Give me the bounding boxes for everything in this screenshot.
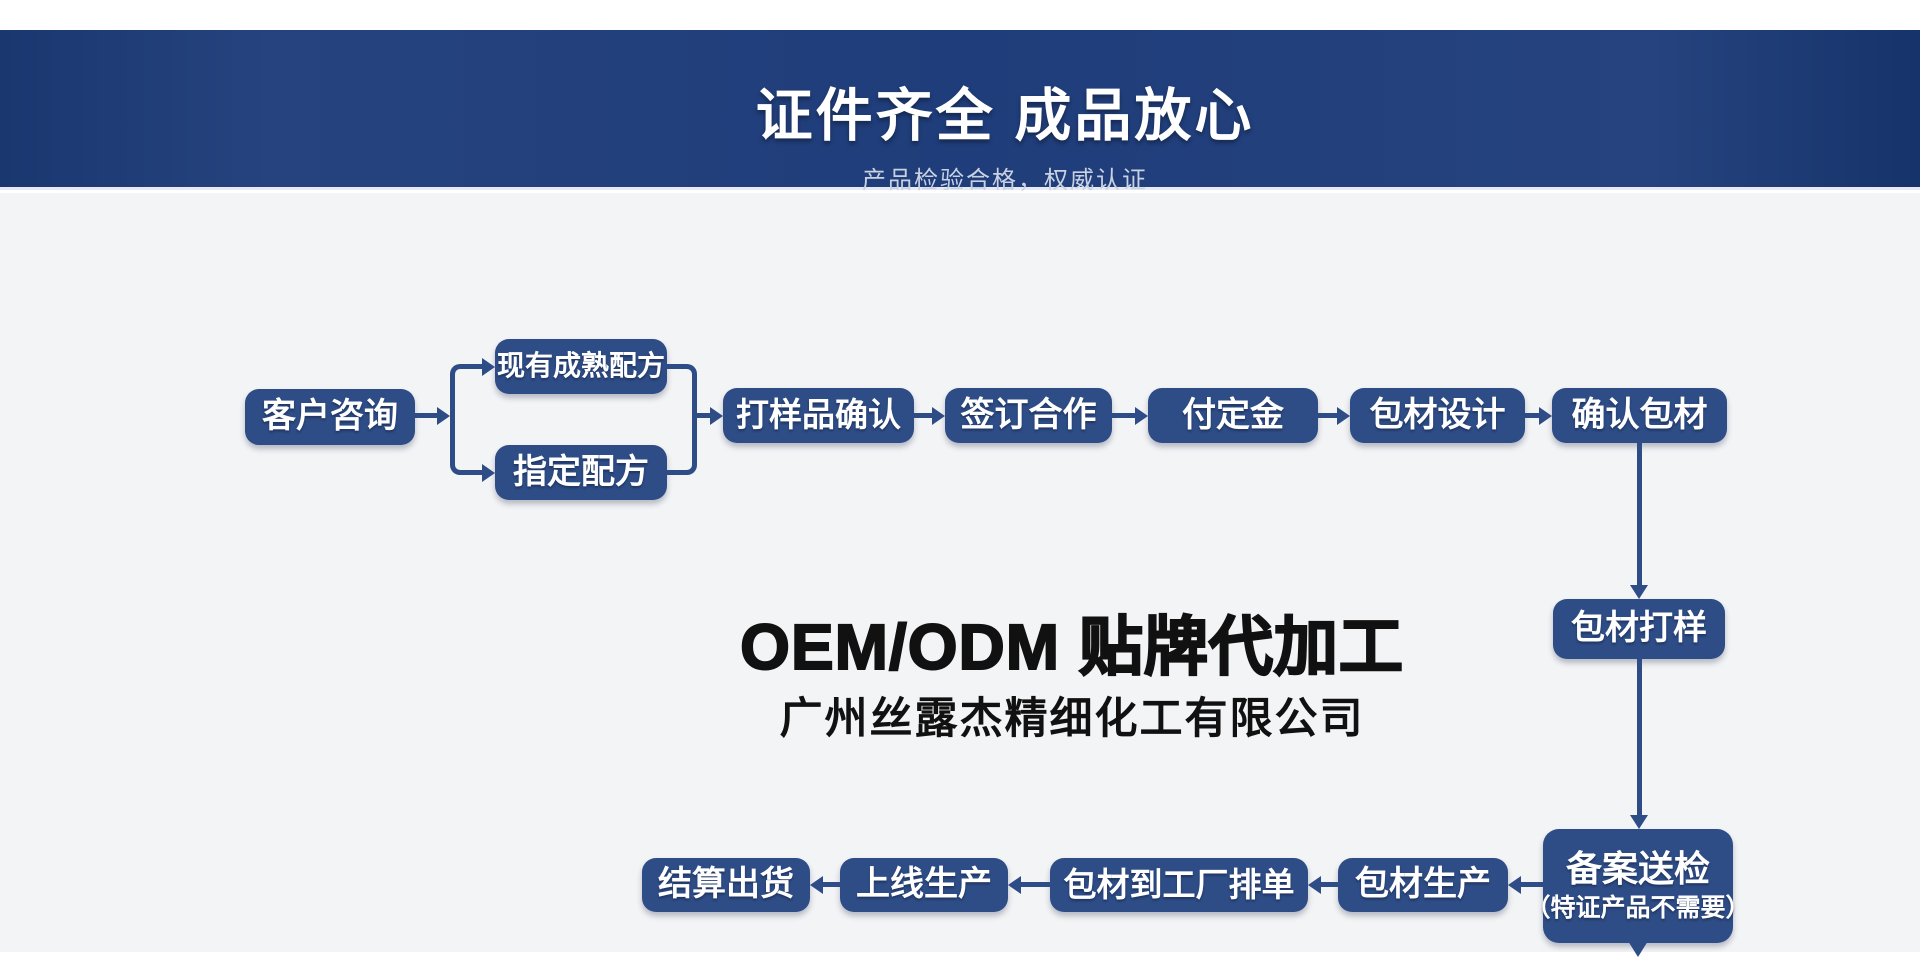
node-label: 包材到工厂排单 [1063,865,1295,903]
flow-node-filing-inspection: 备案送检 （特证产品不需要） [1526,829,1751,943]
flow-node-sign-cooperation: 签订合作 [945,388,1112,443]
arrow-line [1318,413,1338,418]
flow-node-sample-confirmation: 打样品确认 [723,388,914,443]
flow-node-settle-shipment: 结算出货 [642,858,810,912]
arrow-line [415,413,437,418]
arrow-elbow [450,416,482,475]
arrowhead-down-icon [1630,815,1648,829]
node-label: 指定配方 [513,452,649,491]
node-label: 备案送检 [1565,848,1710,890]
arrow-line [823,882,840,887]
company-name: 广州丝露杰精细化工有限公司 [779,695,1365,743]
node-label: 确认包材 [1571,395,1708,434]
arrowhead-left-icon [1008,876,1021,894]
arrowhead-left-icon [1308,876,1321,894]
node-label: 现有成熟配方 [496,350,665,382]
node-label: 客户咨询 [262,397,398,436]
arrowhead-left-icon [810,876,823,894]
arrowhead-down-icon [1630,585,1648,599]
arrow-line [1637,659,1642,817]
node-label: 结算出货 [658,865,794,904]
flow-node-packaging-design: 包材设计 [1350,388,1525,443]
arrow-line [692,413,710,418]
flow-node-existing-formula: 现有成熟配方 [495,339,667,394]
arrow-line [914,413,934,418]
arrow-line [1021,882,1050,887]
node-label: 包材生产 [1355,865,1491,904]
node-label: 包材打样 [1571,609,1707,648]
arrowhead-right-icon [1539,407,1552,425]
flow-node-packaging-to-factory: 包材到工厂排单 [1050,858,1308,912]
arrowhead-left-icon [1508,876,1521,894]
flow-node-packaging-proofing: 包材打样 [1553,599,1725,659]
node-label: 包材设计 [1369,395,1506,434]
flow-node-confirm-packaging: 确认包材 [1552,388,1727,443]
arrow-elbow [667,364,697,416]
node-label: 上线生产 [856,865,992,904]
flow-node-customer-inquiry: 客户咨询 [245,389,415,445]
node-label: 付定金 [1182,395,1284,434]
flowchart-canvas [0,193,1920,952]
arrow-line [1525,413,1540,418]
flow-node-packaging-production: 包材生产 [1338,858,1508,912]
node-note: （特证产品不需要） [1525,894,1751,923]
header-subtitle: 产品检验合格，权威认证 [862,167,1148,194]
flow-node-online-production: 上线生产 [840,858,1008,912]
arrowhead-down-icon [1628,941,1648,957]
arrowhead-right-icon [1337,407,1350,425]
arrow-elbow [667,416,697,475]
flow-node-specified-formula: 指定配方 [495,445,667,500]
header-banner: 证件齐全 成品放心 产品检验合格，权威认证 [0,30,1920,194]
arrowhead-right-icon [437,407,450,425]
arrow-line [1112,413,1136,418]
node-label: 签订合作 [960,395,1097,434]
arrow-line [1321,882,1338,887]
node-label: 打样品确认 [736,396,901,434]
arrowhead-right-icon [710,407,723,425]
arrowhead-right-icon [932,407,945,425]
arrowhead-right-icon [482,358,495,376]
header-title: 证件齐全 成品放心 [755,84,1255,148]
arrow-elbow [450,364,482,416]
arrowhead-right-icon [482,464,495,482]
arrow-line [1637,443,1642,587]
arrow-line [1521,882,1543,887]
arrowhead-right-icon [1135,407,1148,425]
flow-node-pay-deposit: 付定金 [1148,388,1318,443]
center-headline: OEM/ODM 贴牌代加工 [739,610,1404,684]
